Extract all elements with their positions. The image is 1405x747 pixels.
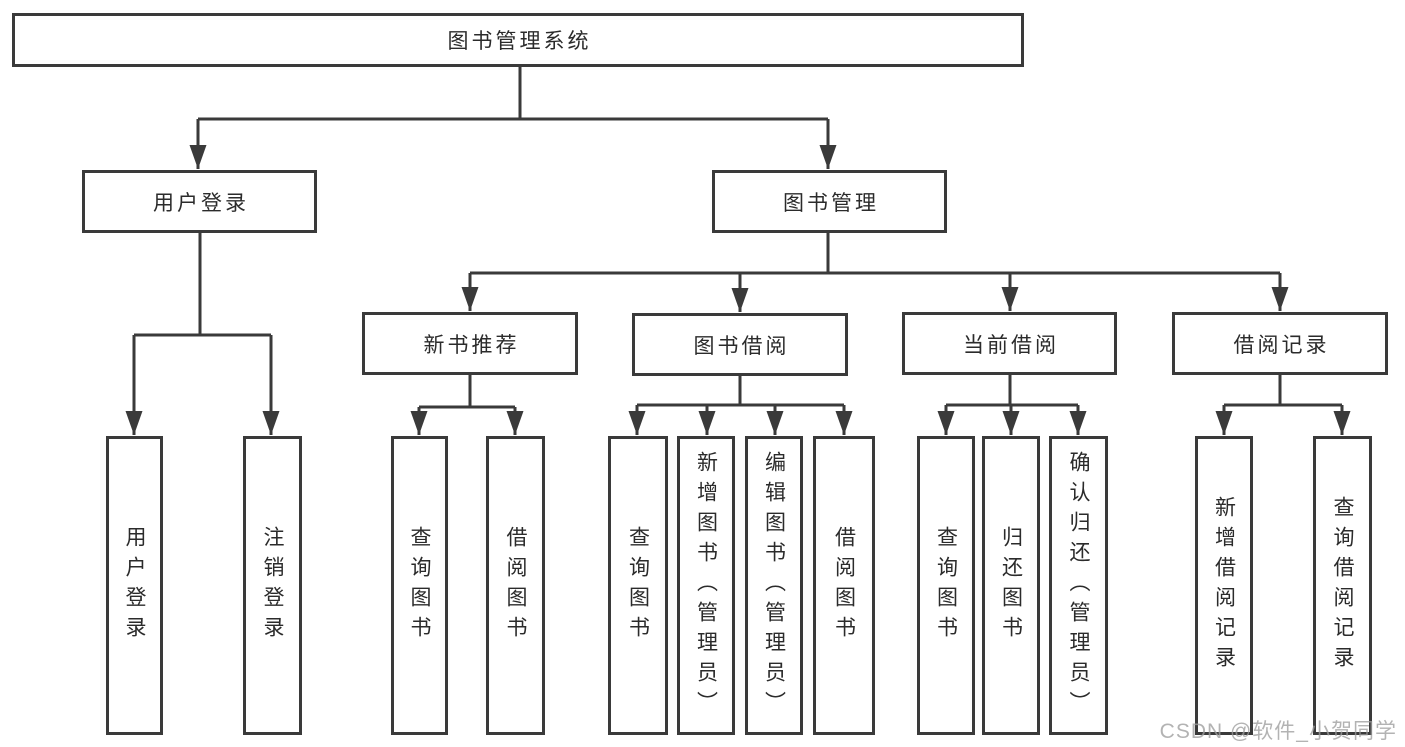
leaf-borrow-books-recommend: 借阅图书	[486, 436, 545, 735]
leaf-edit-books-admin-label: 编辑图书（管理员）	[762, 450, 786, 721]
leaf-query-books-recommend-label: 查询图书	[408, 525, 431, 646]
node-book-borrowing-label: 图书借阅	[693, 334, 790, 358]
leaf-query-books-current-label: 查询图书	[934, 525, 958, 646]
leaf-query-borrow-record-label: 查询借阅记录	[1331, 495, 1354, 676]
leaf-borrow-books-recommend-label: 借阅图书	[504, 525, 527, 646]
leaf-borrow-books-borrowing: 借阅图书	[813, 436, 875, 735]
node-borrow-records-label: 借阅记录	[1233, 333, 1330, 357]
leaf-add-books-admin: 新增图书（管理员）	[677, 436, 735, 735]
node-new-book-recommend: 新书推荐	[362, 312, 578, 375]
node-book-borrowing: 图书借阅	[632, 313, 848, 376]
leaf-edit-books-admin: 编辑图书（管理员）	[745, 436, 803, 735]
leaf-user-login: 用户登录	[106, 436, 163, 735]
node-current-borrowing-label: 当前借阅	[963, 333, 1059, 357]
leaf-query-books-current: 查询图书	[917, 436, 975, 735]
leaf-query-books-recommend: 查询图书	[391, 436, 448, 735]
leaf-user-login-label: 用户登录	[123, 525, 146, 646]
node-book-management-branch: 图书管理	[712, 170, 947, 233]
leaf-add-borrow-record: 新增借阅记录	[1195, 436, 1253, 735]
node-borrow-records: 借阅记录	[1172, 312, 1388, 375]
node-root-system-label: 图书管理系统	[447, 30, 592, 53]
node-current-borrowing: 当前借阅	[902, 312, 1117, 375]
leaf-add-borrow-record-label: 新增借阅记录	[1212, 495, 1236, 676]
leaf-logout-login: 注销登录	[243, 436, 302, 735]
node-book-management-branch-label: 图书管理	[783, 191, 879, 215]
node-user-login-branch: 用户登录	[82, 170, 317, 233]
leaf-confirm-return-admin-label: 确认归还（管理员）	[1067, 450, 1090, 721]
leaf-borrow-books-borrowing-label: 借阅图书	[832, 525, 856, 646]
leaf-query-books-borrowing-label: 查询图书	[626, 525, 650, 646]
leaf-add-books-admin-label: 新增图书（管理员）	[694, 450, 718, 721]
leaf-confirm-return-admin: 确认归还（管理员）	[1049, 436, 1108, 735]
node-new-book-recommend-label: 新书推荐	[423, 333, 520, 357]
node-user-login-branch-label: 用户登录	[153, 191, 249, 215]
node-root-system: 图书管理系统	[12, 13, 1024, 67]
leaf-return-books: 归还图书	[982, 436, 1040, 735]
leaf-query-borrow-record: 查询借阅记录	[1313, 436, 1372, 735]
leaf-query-books-borrowing: 查询图书	[608, 436, 668, 735]
leaf-logout-login-label: 注销登录	[261, 525, 284, 646]
leaf-return-books-label: 归还图书	[999, 525, 1023, 646]
